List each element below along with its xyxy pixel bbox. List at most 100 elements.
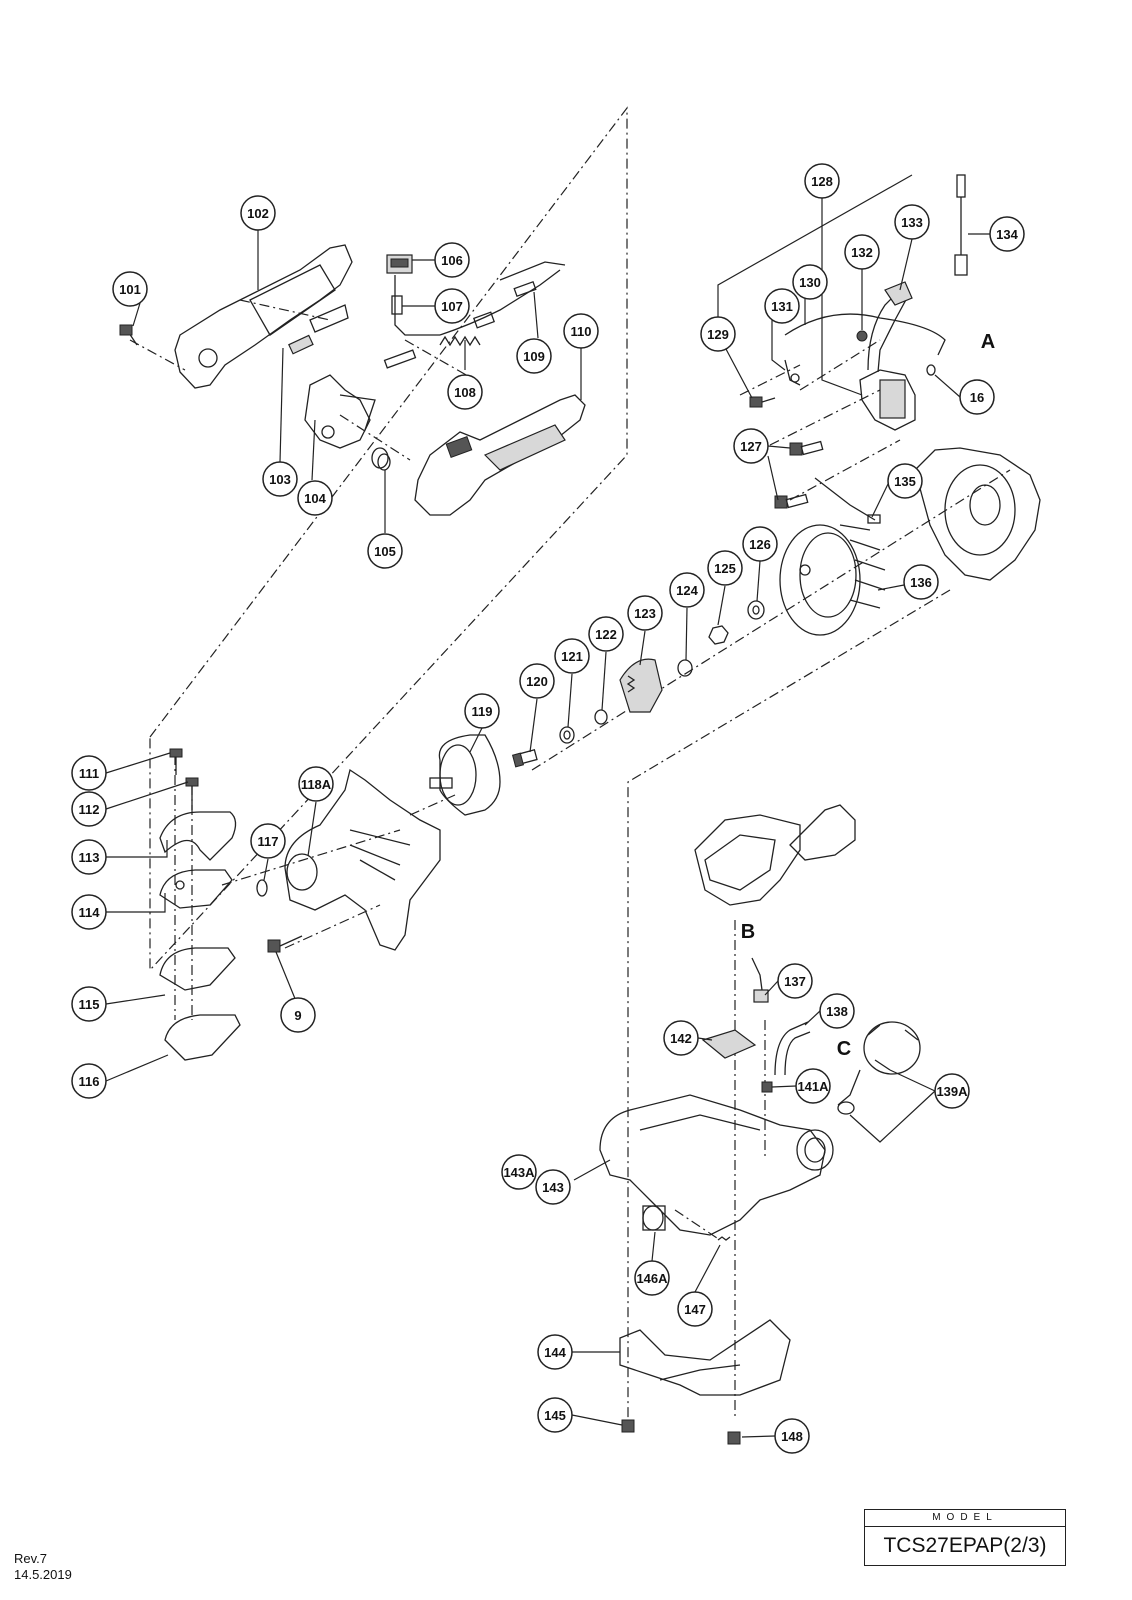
callout-143a: 143A bbox=[501, 1154, 537, 1190]
callout-label: 142 bbox=[670, 1031, 692, 1046]
callout-101: 101 bbox=[112, 271, 148, 307]
callout-130: 130 bbox=[792, 264, 828, 300]
callout-label: 103 bbox=[269, 472, 291, 487]
callout-133: 133 bbox=[894, 204, 930, 240]
callout-label: 112 bbox=[79, 802, 100, 817]
callout-16: 16 bbox=[959, 379, 995, 415]
callout-label: 138 bbox=[826, 1004, 848, 1019]
callout-label: 122 bbox=[595, 627, 617, 642]
callout-113: 113 bbox=[71, 839, 107, 875]
callout-label: 130 bbox=[799, 275, 821, 290]
callout-121: 121 bbox=[554, 638, 590, 674]
callout-label: 123 bbox=[634, 606, 656, 621]
callout-label: 143 bbox=[542, 1180, 564, 1195]
callout-104: 104 bbox=[297, 480, 333, 516]
callout-label: 144 bbox=[544, 1345, 566, 1360]
callout-9: 9 bbox=[280, 997, 316, 1033]
callout-147: 147 bbox=[677, 1291, 713, 1327]
callout-label: 104 bbox=[304, 491, 326, 506]
callout-label: 124 bbox=[676, 583, 698, 598]
callout-135: 135 bbox=[887, 463, 923, 499]
callout-123: 123 bbox=[627, 595, 663, 631]
callout-115: 115 bbox=[71, 986, 107, 1022]
callout-label: 148 bbox=[781, 1429, 803, 1444]
model-name: TCS27EPAP(2/3) bbox=[883, 1534, 1047, 1557]
callout-label: 107 bbox=[441, 299, 463, 314]
callout-label: 116 bbox=[79, 1074, 100, 1089]
callout-label: 134 bbox=[996, 227, 1018, 242]
callout-label: 131 bbox=[771, 299, 793, 314]
callout-label: 108 bbox=[454, 385, 476, 400]
callout-138: 138 bbox=[819, 993, 855, 1029]
reference-letters: A B C bbox=[741, 331, 995, 1060]
callout-label: 114 bbox=[79, 905, 101, 920]
callout-label: 106 bbox=[441, 253, 463, 268]
callout-107: 107 bbox=[434, 288, 470, 324]
callout-128: 128 bbox=[804, 163, 840, 199]
callout-109: 109 bbox=[516, 338, 552, 374]
callout-label: 119 bbox=[472, 704, 493, 719]
callout-142: 142 bbox=[663, 1020, 699, 1056]
callout-label: 109 bbox=[523, 349, 545, 364]
callout-111: 111 bbox=[71, 755, 107, 791]
revision-number: Rev.7 bbox=[14, 1551, 47, 1566]
callout-127: 127 bbox=[733, 428, 769, 464]
callout-label: 125 bbox=[714, 561, 736, 576]
callout-146a: 146A bbox=[634, 1260, 670, 1296]
ignition-assembly-drawing bbox=[749, 174, 1041, 636]
letter-a: A bbox=[981, 331, 995, 353]
callout-label: 9 bbox=[294, 1008, 301, 1023]
callout-117: 117 bbox=[250, 823, 286, 859]
callout-label: 147 bbox=[684, 1302, 706, 1317]
letter-b: B bbox=[741, 921, 755, 943]
callout-label: 141A bbox=[797, 1079, 829, 1094]
callout-label: 118A bbox=[301, 777, 332, 792]
callout-108: 108 bbox=[447, 374, 483, 410]
callout-103: 103 bbox=[262, 461, 298, 497]
callout-118a: 118A bbox=[298, 766, 334, 802]
model-label: MODEL bbox=[865, 1510, 1065, 1527]
callout-144: 144 bbox=[537, 1334, 573, 1370]
callout-112: 112 bbox=[71, 791, 107, 827]
callout-label: 137 bbox=[784, 974, 806, 989]
revision-block: Rev.7 14.5.2019 bbox=[14, 1551, 72, 1583]
revision-date: 14.5.2019 bbox=[14, 1567, 72, 1582]
callout-label: 117 bbox=[258, 834, 279, 849]
callout-label: 128 bbox=[811, 174, 833, 189]
tank-assembly-drawing bbox=[599, 804, 921, 1445]
clamp-assembly-drawing bbox=[159, 748, 441, 1061]
callout-137: 137 bbox=[777, 963, 813, 999]
handle-assembly-drawing bbox=[119, 244, 586, 516]
callout-110: 110 bbox=[563, 313, 599, 349]
callout-label: 105 bbox=[374, 544, 396, 559]
leader-lines bbox=[105, 174, 990, 1438]
callout-114: 114 bbox=[71, 894, 107, 930]
callout-122: 122 bbox=[588, 616, 624, 652]
callout-145: 145 bbox=[537, 1397, 573, 1433]
callout-106: 106 bbox=[434, 242, 470, 278]
callout-label: 101 bbox=[119, 282, 141, 297]
clutch-assembly-drawing bbox=[429, 600, 765, 816]
callout-label: 135 bbox=[894, 474, 916, 489]
callout-139a: 139A bbox=[934, 1073, 970, 1109]
callout-126: 126 bbox=[742, 526, 778, 562]
callout-label: 126 bbox=[749, 537, 771, 552]
callout-label: 143A bbox=[503, 1165, 535, 1180]
callout-141a: 141A bbox=[795, 1068, 831, 1104]
callout-120: 120 bbox=[519, 663, 555, 699]
callout-label: 133 bbox=[901, 215, 923, 230]
callout-148: 148 bbox=[774, 1418, 810, 1454]
callout-102: 102 bbox=[240, 195, 276, 231]
callout-label: 121 bbox=[561, 649, 583, 664]
callout-label: 16 bbox=[970, 390, 984, 405]
assembly-boundary-lines bbox=[129, 106, 1011, 1420]
callout-label: 102 bbox=[247, 206, 269, 221]
callout-label: 136 bbox=[910, 575, 932, 590]
letter-c: C bbox=[837, 1038, 851, 1060]
callout-136: 136 bbox=[903, 564, 939, 600]
callout-124: 124 bbox=[669, 572, 705, 608]
callout-label: 115 bbox=[79, 997, 100, 1012]
callouts: 101 102 103 104 105 106 107 108 109 110 … bbox=[71, 163, 1025, 1454]
callout-label: 146A bbox=[636, 1271, 668, 1286]
callout-label: 120 bbox=[526, 674, 548, 689]
